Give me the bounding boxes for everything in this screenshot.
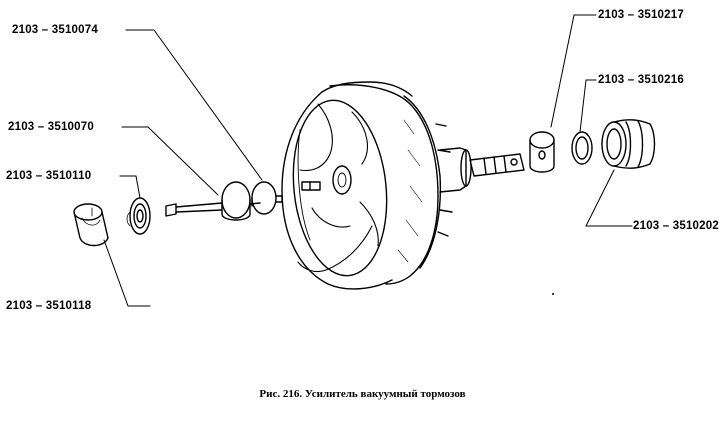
label-3510110: 2103 – 3510110 (6, 170, 92, 182)
label-3510216: 2103 – 3510216 (598, 74, 684, 86)
label-3510118: 2103 – 3510118 (6, 300, 92, 312)
part-3510070-pushrod (165, 181, 261, 221)
leader-3510217 (550, 14, 597, 128)
leader-3510074 (125, 29, 263, 181)
part-3510202-boot (601, 119, 656, 169)
part-3510216-ring (571, 131, 593, 165)
leader-lines (103, 14, 633, 307)
label-3510202: 2103 – 3510202 (633, 220, 719, 232)
leader-3510202 (585, 169, 633, 227)
label-3510070: 2103 – 3510070 (8, 121, 94, 133)
part-3510110-seat (126, 197, 151, 235)
input-rod-clevis (469, 153, 525, 177)
leader-3510070 (121, 126, 219, 196)
leader-3510118 (103, 239, 151, 307)
leader-3510216 (579, 79, 597, 133)
figure-caption: Рис. 216. Усилитель вакуумный тормозов (259, 388, 466, 400)
label-3510217: 2103 – 3510217 (598, 9, 684, 21)
leader-3510110 (119, 175, 141, 199)
part-3510217-cap (529, 131, 555, 173)
stray-dot (552, 293, 554, 295)
booster-housing (281, 81, 472, 290)
part-3510074-plug (251, 181, 283, 215)
label-3510074: 2103 – 3510074 (12, 24, 98, 36)
part-3510118-filter (73, 203, 109, 247)
